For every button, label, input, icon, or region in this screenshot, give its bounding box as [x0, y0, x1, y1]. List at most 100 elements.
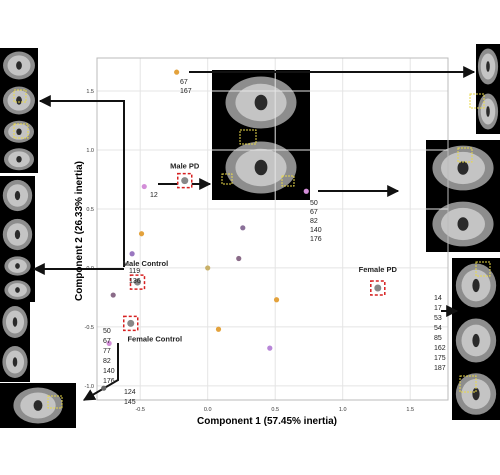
brain-panel-right-3 — [452, 258, 500, 368]
group-label: Male PD — [170, 162, 200, 171]
roi-highlight-box — [239, 129, 257, 145]
brain-panel-left-3 — [0, 176, 35, 254]
sample-id-label: 50 — [103, 328, 111, 335]
brain-mri-image — [4, 256, 31, 300]
roi-highlight-box — [281, 175, 295, 187]
roi-highlight-box — [469, 93, 485, 109]
data-point — [106, 340, 112, 346]
sample-id-label: 82 — [310, 218, 318, 225]
sample-id-annotation: 50 67 77 82 140 176 — [103, 328, 115, 385]
group-label: Female PD — [359, 265, 398, 274]
sample-id-label: 12 — [150, 192, 158, 199]
brain-mri-image — [3, 51, 35, 115]
brain-panel-left-5 — [0, 302, 30, 382]
sample-id-label: 140 — [103, 368, 115, 375]
sample-id-annotation: 50 67 82 140 176 — [310, 200, 322, 243]
group-centroid-marker — [134, 278, 141, 286]
sample-id-label: 175 — [434, 355, 446, 362]
sample-id-label: 77 — [103, 348, 111, 355]
data-point — [205, 265, 211, 271]
brain-panel-right-1 — [476, 44, 500, 134]
sample-id-label: 53 — [434, 315, 442, 322]
group-label: Male Control — [123, 259, 168, 268]
y-axis-label: Component 2 (26.33% inertia) — [74, 161, 85, 301]
roi-highlight-box — [221, 173, 233, 185]
sample-id-label: 167 — [180, 88, 192, 95]
brain-panel-left-2 — [0, 118, 38, 173]
brain-mri-image — [13, 387, 63, 424]
y-tick-label: 1.0 — [86, 148, 94, 154]
sample-id-label: 85 — [434, 335, 442, 342]
brain-mri-image — [225, 76, 297, 194]
roi-highlight-box — [47, 395, 63, 409]
brain-panel-left-1 — [0, 48, 38, 118]
sample-id-label: 119 — [129, 268, 140, 275]
data-point — [303, 188, 309, 194]
y-tick-label: -1.0 — [85, 384, 94, 390]
brain-panel-left-4 — [0, 254, 35, 302]
brain-panel-right-4 — [452, 368, 500, 420]
data-point — [138, 231, 145, 237]
x-tick-label: 0.0 — [204, 407, 212, 413]
data-point — [240, 225, 246, 231]
sample-id-annotation: 14 17 53 54 85 162 175 187 — [434, 295, 446, 372]
plot-area — [96, 57, 449, 401]
group-centroid-marker — [127, 319, 135, 327]
x-tick-label: 1.5 — [406, 407, 414, 413]
sample-id-label: 187 — [434, 365, 446, 372]
sample-id-label: 176 — [310, 236, 322, 243]
sample-id-label: 162 — [434, 345, 446, 352]
data-point — [141, 183, 147, 190]
data-point — [215, 326, 222, 332]
x-tick-label: 1.0 — [339, 407, 347, 413]
sample-id-label: 140 — [310, 227, 322, 234]
data-point — [236, 255, 242, 262]
sample-id-label: 14 — [434, 295, 442, 302]
connector-arrow — [82, 343, 119, 401]
sample-id-label: 82 — [103, 358, 111, 365]
data-point — [273, 297, 280, 303]
x-tick-label: -0.5 — [135, 407, 144, 413]
sample-id-label: 145 — [124, 399, 136, 406]
group-label: Female Control — [127, 334, 182, 343]
x-tick-label: 0.5 — [271, 407, 279, 413]
brain-mri-image — [2, 179, 33, 251]
connector-arrow — [38, 95, 125, 267]
roi-highlight-box — [13, 123, 29, 139]
y-tick-label: 0.5 — [86, 207, 94, 213]
sample-id-label: 67 — [180, 79, 188, 86]
roi-highlight-box — [475, 261, 491, 277]
group-centroid-marker — [374, 284, 382, 292]
brain-panel-center — [212, 70, 310, 200]
sample-id-label: 176 — [103, 378, 115, 385]
sample-id-label: 136 — [129, 278, 141, 285]
x-axis-label: Component 1 (57.45% inertia) — [197, 416, 337, 427]
sample-id-label: 54 — [434, 325, 442, 332]
data-point — [174, 69, 180, 75]
group-centroid-marker — [181, 177, 189, 185]
sample-id-label: 124 — [124, 389, 136, 396]
data-point — [101, 385, 107, 391]
sample-id-label: 50 — [310, 200, 318, 207]
sample-id-label: 67 — [310, 209, 318, 216]
brain-mri-image — [455, 373, 497, 415]
data-point — [267, 345, 273, 351]
brain-mri-image — [2, 306, 28, 378]
sample-id-annotation: 12 — [150, 192, 158, 199]
roi-highlight-box — [459, 375, 477, 393]
y-tick-label: 1.5 — [86, 89, 94, 95]
brain-mri-image — [455, 263, 497, 363]
brain-panel-bottom-left — [0, 383, 76, 428]
roi-highlight-box — [457, 147, 473, 163]
sample-id-label: 17 — [434, 305, 442, 312]
data-point — [110, 292, 116, 298]
data-point — [129, 251, 135, 257]
roi-highlight-box — [13, 89, 27, 103]
y-tick-label: -0.5 — [85, 325, 94, 331]
sample-id-label: 67 — [103, 338, 111, 345]
